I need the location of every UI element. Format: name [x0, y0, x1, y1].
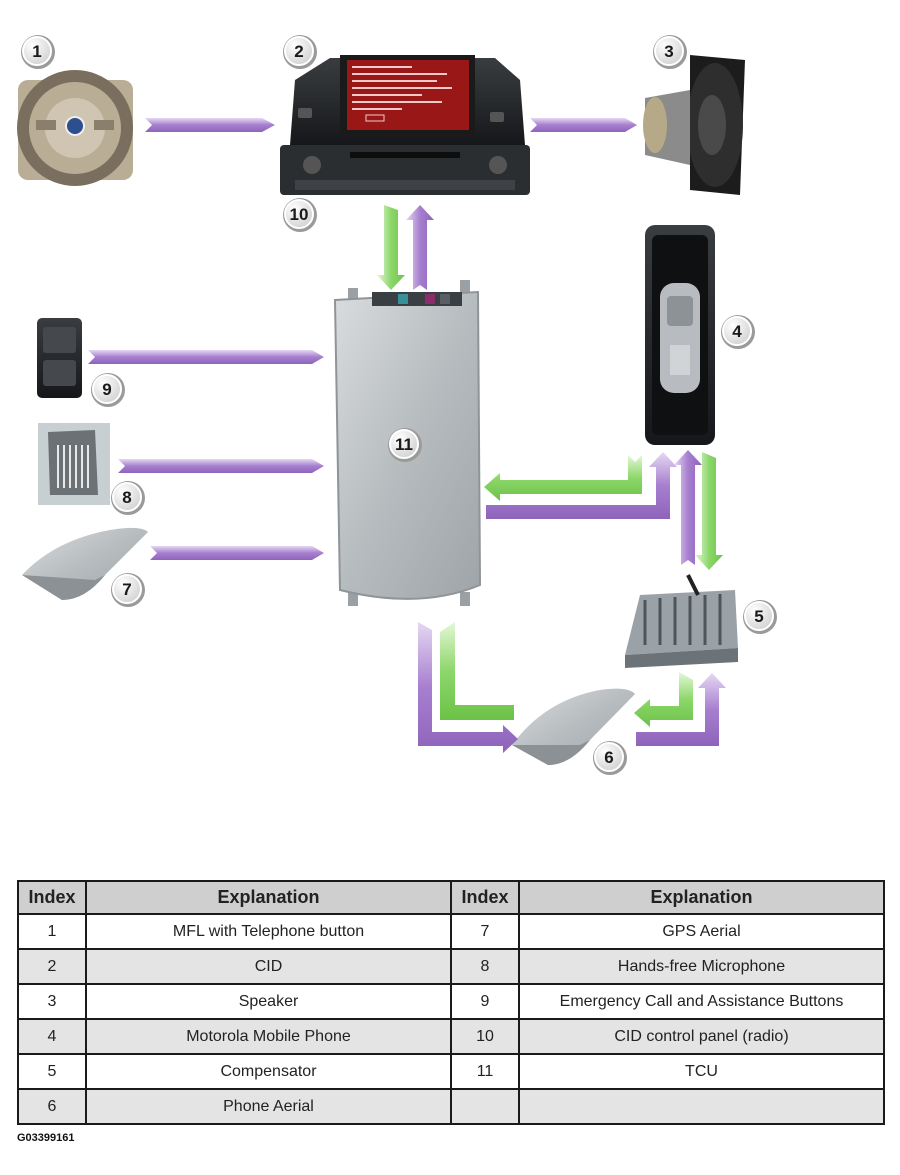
callout-8: 8	[111, 481, 145, 515]
arrow-tcu-to-cid	[406, 205, 434, 290]
index-cell: 1	[17, 913, 87, 950]
gps-aerial-image	[22, 527, 148, 600]
arrow-mfl-to-cid	[145, 118, 275, 132]
explanation-cell: TCU	[518, 1053, 885, 1090]
index-cell: 4	[17, 1018, 87, 1055]
arrow-cid-to-tcu	[377, 205, 405, 290]
steering-wheel-image	[17, 70, 133, 186]
callout-number: 10	[290, 205, 309, 224]
index-cell: 8	[450, 948, 520, 985]
arrow-phone-to-tcu	[484, 455, 642, 501]
arrow-gps-to-tcu	[150, 546, 324, 560]
index-cell: 11	[450, 1053, 520, 1090]
callout-11: 11	[388, 428, 422, 462]
emergency-buttons-image	[37, 318, 82, 398]
callout-number: 8	[122, 488, 131, 507]
arrow-tcu-to-phone-aerial	[418, 622, 518, 753]
callout-number: 1	[32, 42, 41, 61]
cid-control-panel-image	[280, 145, 530, 195]
callout-5: 5	[743, 600, 777, 634]
explanation-cell	[518, 1088, 885, 1125]
callout-1: 1	[21, 35, 55, 69]
explanation-cell: CID	[85, 948, 452, 985]
compensator-image	[625, 574, 738, 668]
legend-table: Index Explanation Index Explanation 1 MF…	[17, 880, 885, 1125]
callout-6: 6	[593, 741, 627, 775]
explanation-cell: Emergency Call and Assistance Buttons	[518, 983, 885, 1020]
callout-2: 2	[283, 35, 317, 69]
header-index-left: Index	[17, 880, 87, 915]
arrow-compensator-to-phone	[674, 450, 702, 565]
explanation-cell: Hands-free Microphone	[518, 948, 885, 985]
callout-number: 3	[664, 42, 673, 61]
mobile-phone-image	[645, 225, 715, 445]
arrow-compensator-to-phone-aerial	[634, 672, 693, 727]
explanation-cell: Compensator	[85, 1053, 452, 1090]
callout-number: 4	[732, 322, 742, 341]
callout-3: 3	[653, 35, 687, 69]
explanation-cell: MFL with Telephone button	[85, 913, 452, 950]
index-cell: 3	[17, 983, 87, 1020]
table-row: 2 CID 8 Hands-free Microphone	[17, 948, 885, 985]
callout-9: 9	[91, 373, 125, 407]
index-cell: 2	[17, 948, 87, 985]
legend-header-row: Index Explanation Index Explanation	[17, 880, 885, 915]
explanation-cell: CID control panel (radio)	[518, 1018, 885, 1055]
explanation-cell: GPS Aerial	[518, 913, 885, 950]
callout-number: 5	[754, 607, 763, 626]
index-cell: 6	[17, 1088, 87, 1125]
callout-number: 6	[604, 748, 613, 767]
table-row: 4 Motorola Mobile Phone 10 CID control p…	[17, 1018, 885, 1055]
arrow-mic-to-tcu	[118, 459, 324, 473]
index-cell: 9	[450, 983, 520, 1020]
arrow-phone-aerial-to-compensator	[636, 673, 726, 746]
explanation-cell: Speaker	[85, 983, 452, 1020]
arrow-tcu-to-phone	[486, 452, 677, 519]
header-explanation-right: Explanation	[518, 880, 885, 915]
arrow-buttons-to-tcu	[88, 350, 324, 364]
arrow-phone-to-compensator	[695, 452, 723, 570]
arrow-cid-to-speaker	[530, 118, 637, 132]
explanation-cell: Phone Aerial	[85, 1088, 452, 1125]
callout-number: 9	[102, 380, 111, 399]
index-cell: 10	[450, 1018, 520, 1055]
callout-10: 10	[283, 198, 317, 232]
table-row: 5 Compensator 11 TCU	[17, 1053, 885, 1090]
callout-number: 2	[294, 42, 303, 61]
callout-4: 4	[721, 315, 755, 349]
table-row: 3 Speaker 9 Emergency Call and Assistanc…	[17, 983, 885, 1020]
index-cell: 7	[450, 913, 520, 950]
header-index-right: Index	[450, 880, 520, 915]
system-diagram: 1 2 3 4 5 6 7 8 9 10 11	[17, 35, 777, 775]
callout-7: 7	[111, 573, 145, 607]
phone-aerial-image	[512, 688, 635, 765]
index-cell	[450, 1088, 520, 1125]
explanation-cell: Motorola Mobile Phone	[85, 1018, 452, 1055]
callout-number: 7	[122, 580, 131, 599]
callout-number: 11	[395, 435, 413, 454]
cid-display-image	[290, 55, 525, 145]
table-row: 1 MFL with Telephone button 7 GPS Aerial	[17, 913, 885, 950]
speaker-image	[643, 55, 745, 195]
table-row: 6 Phone Aerial	[17, 1088, 885, 1125]
index-cell: 5	[17, 1053, 87, 1090]
figure-code: G03399161	[17, 1132, 75, 1144]
arrow-phone-aerial-to-tcu	[440, 622, 514, 720]
microphone-image	[38, 423, 110, 505]
header-explanation-left: Explanation	[85, 880, 452, 915]
